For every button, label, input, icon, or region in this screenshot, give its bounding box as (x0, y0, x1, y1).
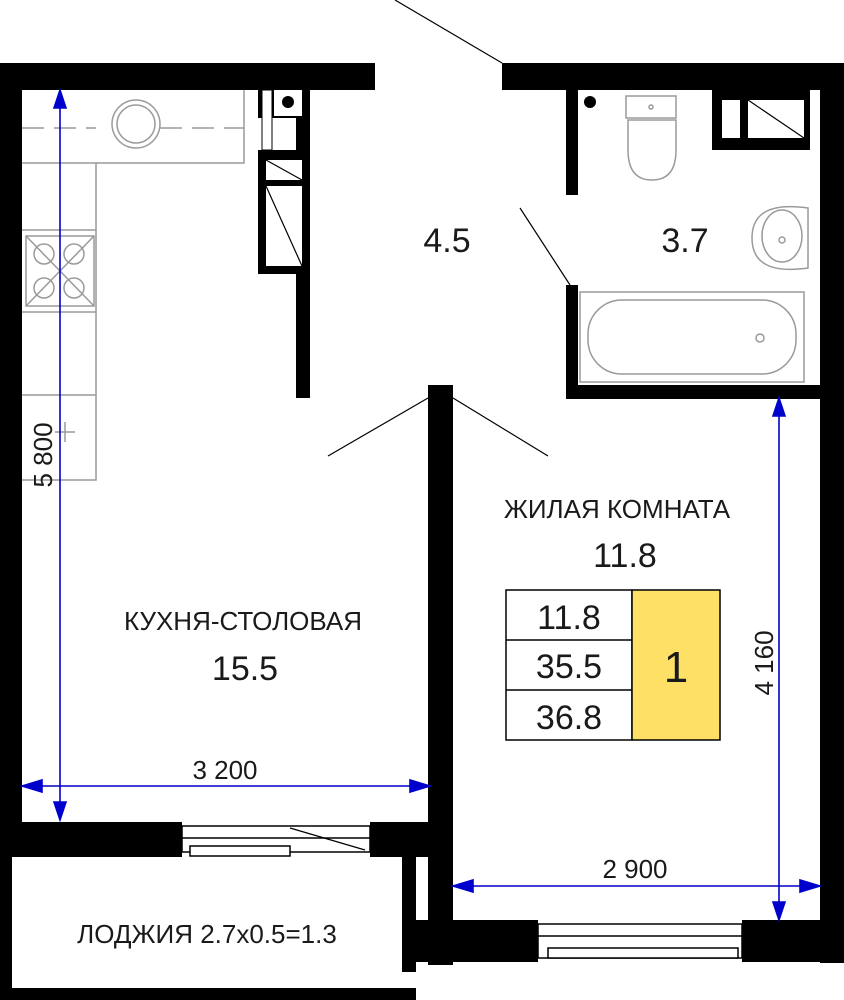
riser-bath-icon (584, 96, 596, 108)
living-area-value: 11.8 (537, 599, 601, 637)
loggia-wall-right (402, 857, 416, 972)
walls (0, 63, 844, 1000)
wall-living-bottom-right (742, 920, 844, 962)
wall-left (0, 63, 22, 853)
door-swings (327, 0, 571, 457)
loggia-door-swing (289, 827, 366, 851)
wall-bath-bottom (566, 385, 844, 399)
kitchen-area: 15.5 (212, 650, 278, 688)
bathroom-area: 3.7 (661, 222, 708, 260)
wall-top-left (0, 63, 375, 90)
loggia-label: ЛОДЖИЯ 2.7x0.5=1.3 (77, 919, 337, 949)
living-room-area: 11.8 (593, 537, 657, 575)
summary-table-frame (505, 589, 633, 741)
pipe-strip-kitchen (261, 89, 273, 151)
wall-top-right (502, 63, 844, 90)
loggia-wall-bottom (0, 988, 416, 1000)
rooms-badge (631, 589, 721, 741)
living-length-label: 4 160 (749, 630, 779, 695)
toilet-bowl-icon (627, 119, 677, 181)
kitchen-name: КУХНЯ-СТОЛОВАЯ (124, 606, 362, 636)
loggia-wall-left (0, 857, 12, 1000)
wall-living-bottom-left (416, 920, 538, 962)
kitchen-fixtures (22, 90, 245, 481)
kitchen-width-label: 3 200 (192, 755, 257, 785)
window-living (537, 923, 743, 959)
wall-kitchen-bottom-left (0, 822, 182, 857)
window-kitchen (181, 825, 371, 857)
room-labels: 4.5 3.7 ЖИЛАЯ КОМНАТА 11.8 КУХНЯ-СТОЛОВА… (77, 222, 731, 949)
wall-kitchen-living (428, 385, 453, 755)
living-room-name: ЖИЛАЯ КОМНАТА (504, 494, 731, 524)
riser-kitchen-icon (282, 96, 294, 108)
wall-bath-left-upper (566, 90, 578, 195)
sink-bath-icon (751, 205, 809, 271)
toilet-tank-icon (625, 95, 677, 119)
dimension-lines (19, 87, 823, 923)
bathtub-icon (579, 291, 805, 383)
bathroom-fixtures (579, 95, 809, 383)
kitchen-length-label: 5 800 (28, 422, 58, 487)
sink-kitchen-icon (111, 99, 161, 149)
wall-kitchen-bottom-right (370, 822, 453, 857)
living-width-label: 2 900 (602, 854, 667, 884)
wall-right (820, 63, 844, 963)
rooms-count: 1 (664, 643, 688, 692)
wall-bath-left-lower (566, 285, 578, 397)
summary-table: 11.8 35.5 36.8 1 (505, 589, 721, 741)
total-area-value: 35.5 (536, 648, 602, 686)
total-with-loggia-value: 36.8 (536, 699, 602, 737)
dimension-labels: 3 200 2 900 5 800 4 160 (28, 422, 779, 884)
hall-area: 4.5 (423, 222, 470, 260)
